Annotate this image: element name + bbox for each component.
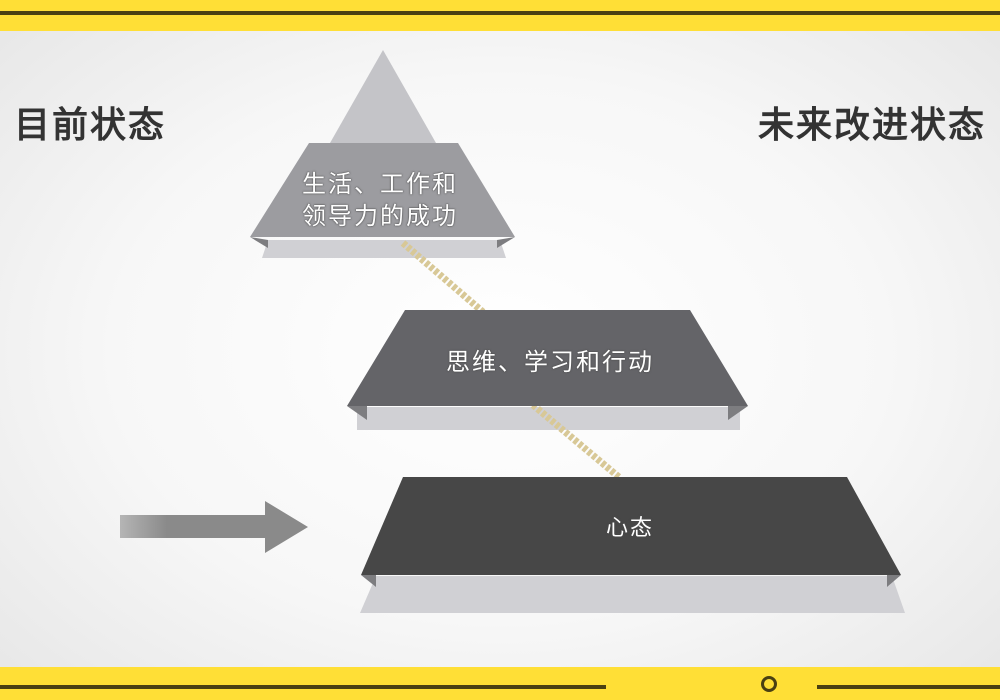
rope-connector-2 xyxy=(530,402,623,481)
pyramid-level-bottom-label: 心态 xyxy=(605,516,654,541)
pyramid-level-top-label: 生活、工作和 领导力的成功 xyxy=(280,168,480,232)
top-band-line xyxy=(0,11,1000,15)
top-level-slab xyxy=(250,143,515,237)
top-label-line2: 领导力的成功 xyxy=(302,202,458,230)
current-state-heading: 目前状态 xyxy=(14,105,167,146)
top-yellow-band xyxy=(0,0,1000,31)
pyramid-apex xyxy=(330,50,436,143)
bottom-yellow-band xyxy=(0,667,1000,700)
bottom-band-line-right xyxy=(817,685,1000,689)
right-arrow-icon xyxy=(120,501,308,553)
top-level-base xyxy=(262,240,506,258)
bottom-level-base xyxy=(360,576,905,613)
top-label-line1: 生活、工作和 xyxy=(302,170,458,198)
circle-icon xyxy=(761,676,777,692)
pyramid-level-middle-label: 思维、学习和行动 xyxy=(446,348,654,376)
bottom-band-line-left xyxy=(0,685,606,689)
middle-level-slab xyxy=(347,310,748,406)
bottom-level-slab xyxy=(361,477,901,575)
future-state-heading: 未来改进状态 xyxy=(757,105,986,146)
